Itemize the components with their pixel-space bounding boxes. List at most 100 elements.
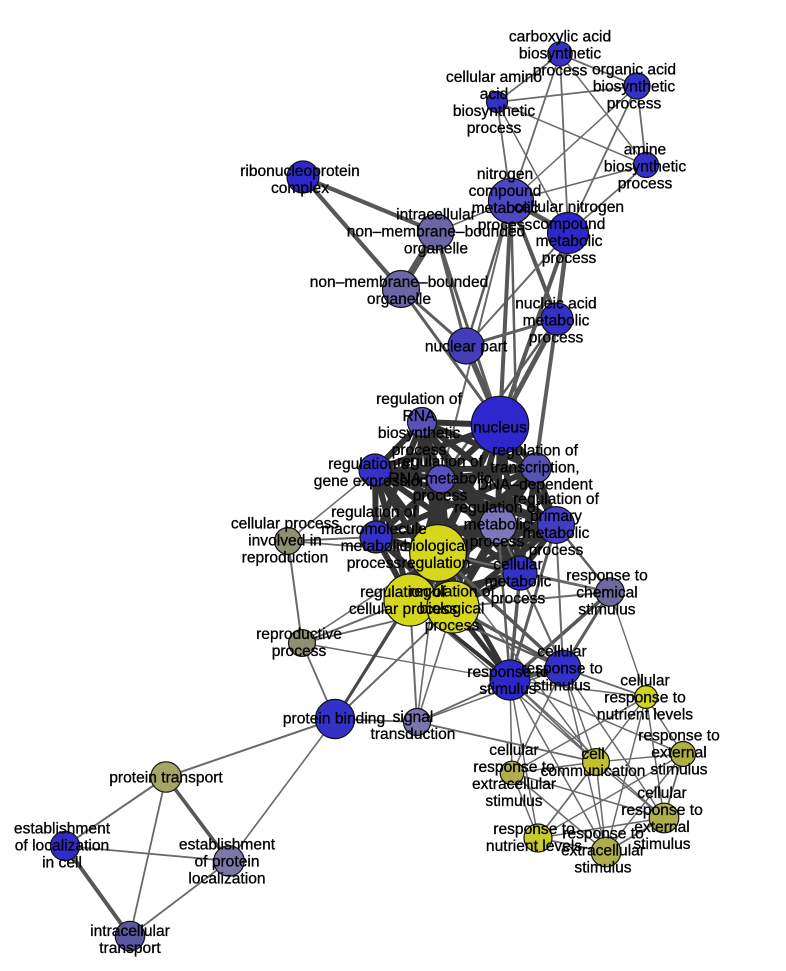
svg-text:process: process — [542, 250, 597, 267]
svg-text:process: process — [392, 442, 447, 459]
svg-text:biosynthetic: biosynthetic — [593, 78, 676, 95]
svg-text:regulation of: regulation of — [331, 504, 417, 521]
svg-text:metabolic: metabolic — [523, 525, 590, 542]
svg-text:metabolic: metabolic — [536, 233, 603, 250]
svg-text:non–membrane–bounded: non–membrane–bounded — [347, 223, 526, 240]
svg-text:chemical: chemical — [576, 584, 638, 601]
svg-text:regulation of: regulation of — [492, 442, 578, 459]
svg-text:cellular: cellular — [637, 785, 686, 802]
svg-text:stimulus: stimulus — [633, 836, 690, 853]
svg-text:amine: amine — [624, 141, 666, 158]
svg-text:nucleus: nucleus — [473, 419, 527, 436]
svg-text:signal: signal — [393, 709, 434, 726]
svg-text:response to: response to — [473, 759, 555, 776]
svg-text:response to: response to — [467, 664, 549, 681]
svg-text:biosynthetic: biosynthetic — [604, 158, 687, 175]
svg-text:stimulus: stimulus — [574, 859, 631, 876]
svg-text:regulation of: regulation of — [397, 453, 483, 470]
svg-text:response to: response to — [566, 567, 648, 584]
svg-text:response to: response to — [621, 802, 703, 819]
svg-text:primary: primary — [530, 508, 582, 525]
svg-text:process: process — [529, 329, 584, 346]
svg-text:process: process — [529, 542, 584, 559]
svg-text:biosynthetic: biosynthetic — [519, 45, 602, 62]
svg-text:regulation: regulation — [402, 555, 471, 572]
svg-text:cellular: cellular — [620, 672, 669, 689]
svg-text:in cell: in cell — [42, 854, 82, 871]
svg-text:biosynthetic: biosynthetic — [378, 425, 461, 442]
svg-text:cellular: cellular — [489, 742, 538, 759]
svg-text:process: process — [618, 175, 673, 192]
svg-text:regulation of: regulation of — [454, 499, 540, 516]
svg-text:transport: transport — [99, 940, 161, 957]
svg-text:biosynthetic: biosynthetic — [453, 103, 536, 120]
svg-text:process: process — [533, 62, 588, 79]
svg-text:stimulus: stimulus — [533, 677, 590, 694]
svg-text:reproduction: reproduction — [242, 549, 329, 566]
svg-text:regulation of: regulation of — [409, 583, 495, 600]
svg-text:process: process — [478, 217, 533, 234]
svg-text:response to: response to — [604, 689, 686, 706]
svg-text:intracellular: intracellular — [396, 206, 476, 223]
svg-text:transduction: transduction — [371, 726, 456, 743]
svg-text:stimulus: stimulus — [578, 601, 635, 618]
svg-text:carboxylic acid: carboxylic acid — [509, 28, 611, 45]
svg-text:process: process — [272, 643, 327, 660]
svg-text:establishment: establishment — [14, 820, 111, 837]
svg-text:biological: biological — [403, 538, 468, 555]
svg-text:nutrient levels: nutrient levels — [597, 706, 693, 723]
svg-text:process: process — [491, 590, 546, 607]
svg-text:response to: response to — [521, 660, 603, 677]
svg-text:gene expression: gene expression — [314, 473, 428, 490]
svg-text:stimulus: stimulus — [479, 681, 536, 698]
svg-text:extracellular: extracellular — [472, 776, 556, 793]
svg-text:external: external — [651, 744, 706, 761]
svg-text:biological: biological — [419, 600, 484, 617]
svg-text:organic acid: organic acid — [592, 61, 676, 78]
svg-text:cellular: cellular — [493, 556, 542, 573]
svg-text:external: external — [634, 819, 689, 836]
svg-text:cellular nitrogen: cellular nitrogen — [514, 199, 624, 216]
svg-text:DNA–dependent: DNA–dependent — [477, 476, 593, 493]
svg-text:regulation of: regulation of — [328, 456, 414, 473]
svg-text:metabolic: metabolic — [472, 200, 539, 217]
svg-text:protein binding: protein binding — [283, 710, 385, 727]
svg-text:cellular process: cellular process — [231, 515, 340, 532]
svg-text:process: process — [470, 533, 525, 550]
svg-text:macromolecule: macromolecule — [321, 521, 427, 538]
svg-text:involved in: involved in — [248, 532, 322, 549]
svg-text:organelle: organelle — [404, 240, 468, 257]
svg-text:cellular amino: cellular amino — [446, 69, 543, 86]
svg-text:ribonucleoprotein: ribonucleoprotein — [240, 163, 360, 180]
svg-text:response to: response to — [493, 821, 575, 838]
svg-text:process: process — [467, 120, 522, 137]
svg-text:acid: acid — [480, 86, 509, 103]
svg-text:regulation of: regulation of — [376, 391, 462, 408]
svg-text:regulation of: regulation of — [360, 584, 446, 601]
svg-text:nitrogen: nitrogen — [477, 166, 533, 183]
svg-text:of localization: of localization — [15, 837, 109, 854]
svg-text:metabolic: metabolic — [523, 312, 590, 329]
svg-text:establishment: establishment — [179, 836, 276, 853]
svg-text:stimulus: stimulus — [650, 761, 707, 778]
svg-text:reproductive: reproductive — [256, 626, 342, 643]
svg-text:process: process — [413, 487, 468, 504]
svg-text:localization: localization — [188, 870, 265, 887]
svg-text:nutrient levels: nutrient levels — [486, 838, 582, 855]
svg-text:compound: compound — [533, 216, 606, 233]
svg-text:cellular process: cellular process — [349, 601, 458, 618]
svg-text:process: process — [347, 555, 402, 572]
svg-text:extracellular: extracellular — [561, 842, 645, 859]
svg-text:cellular: cellular — [537, 643, 586, 660]
svg-text:communication: communication — [541, 763, 646, 780]
svg-text:intracellular: intracellular — [90, 923, 170, 940]
svg-text:nucleic acid: nucleic acid — [515, 295, 596, 312]
svg-text:stimulus: stimulus — [485, 793, 542, 810]
svg-text:nuclear part: nuclear part — [425, 338, 508, 355]
svg-text:process: process — [425, 617, 480, 634]
svg-text:process: process — [607, 95, 662, 112]
svg-text:of protein: of protein — [194, 853, 259, 870]
svg-text:regulation of: regulation of — [513, 491, 599, 508]
svg-text:cell: cell — [581, 746, 604, 763]
svg-text:RNA: RNA — [403, 408, 437, 425]
